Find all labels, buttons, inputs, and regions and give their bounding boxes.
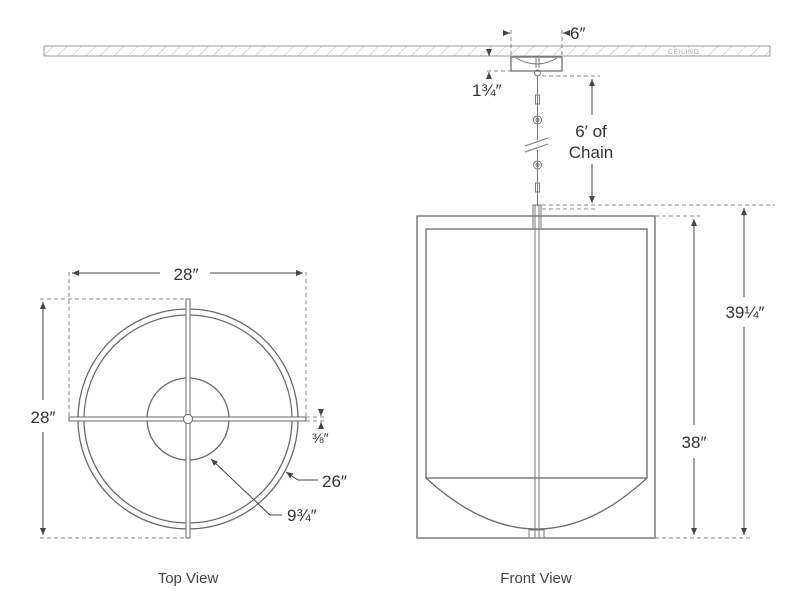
chain-length-label-1: 6′ of [575, 122, 607, 141]
top-width-label: 28″ [174, 265, 199, 284]
chain-length-label-2: Chain [569, 143, 613, 162]
canopy-width-label: 6″ [570, 24, 585, 43]
ceiling-label: CEILING [668, 49, 700, 56]
shade-diameter-text: 26″ [322, 472, 347, 491]
front-view-caption: Front View [500, 570, 572, 587]
diffuser-diameter-label: 9¾″ [287, 506, 317, 525]
bar-thickness-label: ⅜″ [312, 430, 329, 446]
canopy [510, 56, 563, 77]
ceiling: CEILING [43, 45, 771, 57]
top-view-caption: Top View [158, 570, 219, 587]
top-view: 28″ 28″ ⅜″ 9¾″ 26″ 9¾″ Top View [31, 265, 347, 587]
top-depth-label: 28″ [31, 408, 56, 427]
chain [524, 76, 549, 206]
front-view: 6″ 1¾″ 6′ of Chain [416, 24, 775, 587]
canopy-height-label: 1¾″ [472, 81, 502, 100]
body-height-label: 38″ [682, 433, 707, 452]
lantern-body [416, 204, 656, 539]
overall-height-label: 39¼″ [725, 303, 764, 322]
